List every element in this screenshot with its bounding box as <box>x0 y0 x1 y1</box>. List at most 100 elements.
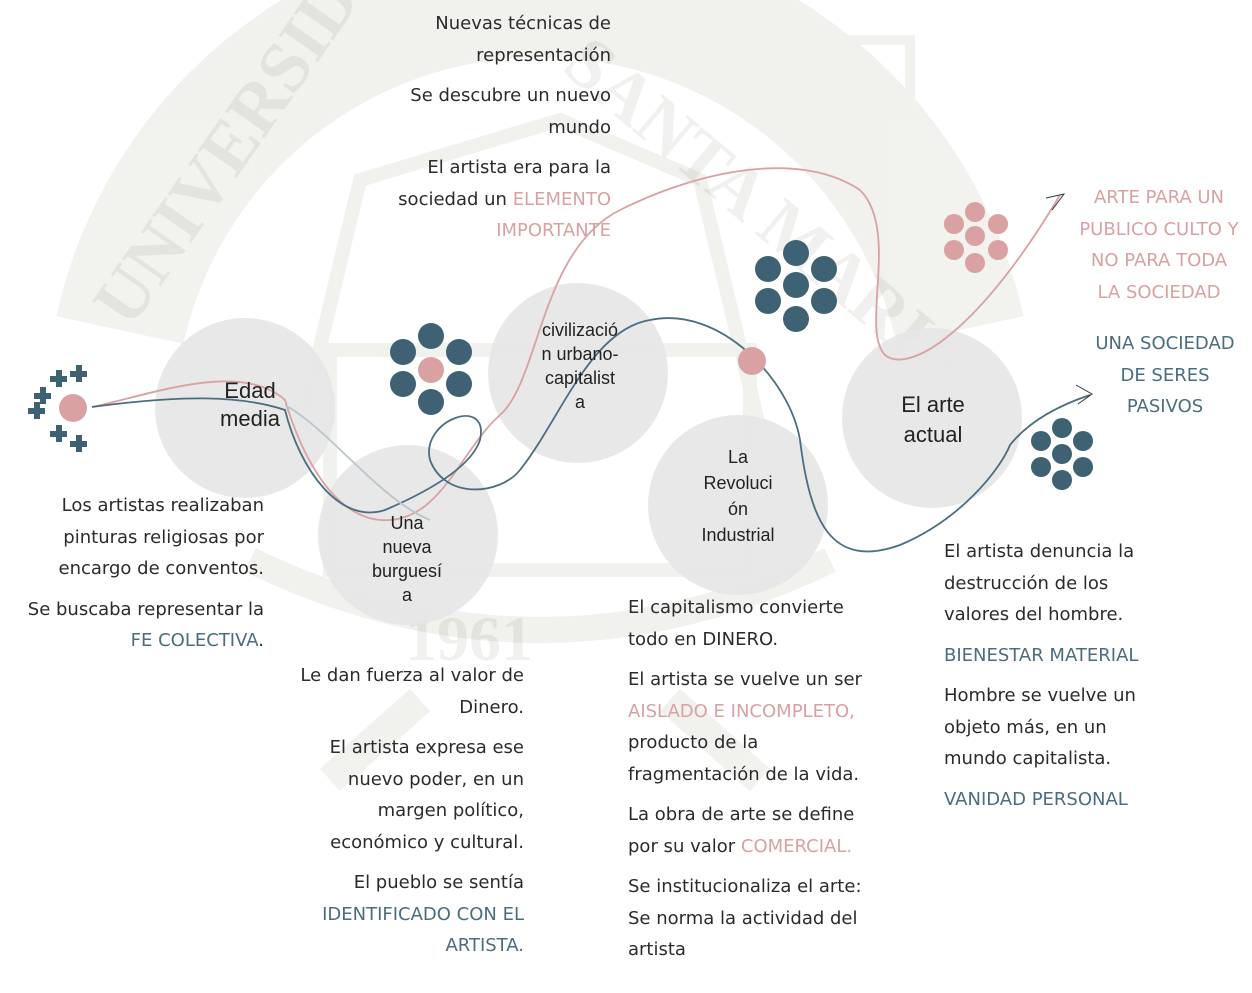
text-line: Se buscaba representar la <box>27 598 264 620</box>
highlight-text: BIENESTAR MATERIAL <box>944 644 1139 666</box>
dark-dot <box>1031 457 1051 477</box>
dark-dot <box>811 256 837 282</box>
highlight-text: PASIVOS <box>1126 396 1204 417</box>
pink-dot <box>738 347 766 375</box>
text-line: mundo capitalista. <box>944 748 1112 769</box>
text-line: La obra de arte se define <box>628 804 855 825</box>
text-line: económico y cultural. <box>330 831 524 853</box>
stage-label-line: ón <box>727 499 749 519</box>
text-line: El pueblo se sentía <box>353 872 524 893</box>
dark-dot <box>446 339 472 365</box>
text-line: artista <box>628 939 686 960</box>
plus-icon <box>70 365 87 382</box>
plus-icon <box>34 387 51 404</box>
blue-flow-curve-tail <box>284 404 431 521</box>
dark-dot <box>390 371 416 397</box>
text-line: Se norma la actividad del <box>628 907 858 929</box>
stage-label-arte-actual: El arte actual <box>878 390 988 450</box>
pink-dot <box>965 253 985 273</box>
highlight-text: VANIDAD PERSONAL <box>944 788 1128 810</box>
highlight-text: DE SERES <box>1120 364 1210 386</box>
highlight-text: AISLADO E INCOMPLETO, <box>628 700 855 722</box>
stage-label-line: actual <box>903 422 963 447</box>
pink-dot <box>418 357 444 383</box>
text-line: Hombre se vuelve un <box>944 685 1136 706</box>
pink-dot <box>944 240 964 260</box>
text-line: FE COLECTIVA. <box>4 625 264 657</box>
pink-dot <box>988 240 1008 260</box>
stage-label-line: a <box>401 585 412 605</box>
stage-label-line: media <box>220 406 280 431</box>
text-line: nuevo poder, en un <box>347 768 524 790</box>
text-span: sociedad un <box>398 188 513 210</box>
outcome-blue-text-block: UNA SOCIEDAD DE SERES PASIVOS <box>1080 328 1250 423</box>
stage-label-line: Industrial <box>701 525 775 545</box>
burguesia-text-block: Le dan fuerza al valor de Dinero. El art… <box>264 660 524 962</box>
plus-icon <box>70 435 87 452</box>
dark-dot <box>783 272 809 298</box>
highlight-text: PUBLICO CULTO Y <box>1079 218 1239 240</box>
pink-dot <box>988 214 1008 234</box>
dark-dot <box>1031 431 1051 451</box>
dark-dot <box>1052 444 1072 464</box>
plus-icon <box>50 370 67 387</box>
stage-label-burguesia: Una nueva burguesí a <box>362 511 452 607</box>
stage-circle-edad-media <box>155 318 335 498</box>
stage-label-civilizacion: civilizació n urbano- capitalist a <box>525 318 635 414</box>
stage-label-line: nueva <box>382 537 432 557</box>
highlight-text: NO PARA TODA <box>1090 250 1228 271</box>
plus-icon <box>50 425 67 442</box>
highlight-text: LA SOCIEDAD <box>1097 281 1221 303</box>
text-line: El artista denuncia la <box>944 541 1135 562</box>
stage-label-line: a <box>574 392 585 412</box>
text-line: Se descubre un nuevo <box>410 85 611 106</box>
text-line: objeto más, en un <box>944 716 1107 738</box>
text-line: Los artistas realizaban <box>61 495 264 516</box>
dark-dot <box>418 389 444 415</box>
text-line: El artista expresa ese <box>329 737 524 758</box>
top-text-block: Nuevas técnicas de representación Se des… <box>311 8 611 247</box>
text-line: margen político, <box>377 800 524 821</box>
highlight-text: IMPORTANTE <box>496 220 611 241</box>
text-line: Dinero. <box>459 696 524 718</box>
pink-dot <box>965 226 985 246</box>
text-line: producto de la <box>628 732 759 753</box>
text-line: por su valor COMERCIAL. <box>628 831 898 863</box>
stage-label-revolucion: La Revoluci ón Industrial <box>688 444 788 548</box>
pink-flow-curve <box>91 167 1061 521</box>
blue-flow-curve <box>91 317 1091 553</box>
text-line: fragmentación de la vida. <box>628 763 860 785</box>
stage-label-line: Una <box>390 513 424 533</box>
stage-label-line: capitalist <box>544 368 616 388</box>
start-pink-dot <box>59 394 87 422</box>
text-line: El artista era para la <box>427 157 611 178</box>
highlight-text: FE COLECTIVA <box>130 630 259 651</box>
dark-dot <box>783 240 809 266</box>
text-line: todo en DINERO. <box>628 628 779 650</box>
text-line: Le dan fuerza al valor de <box>300 665 524 686</box>
stage-label-line: burguesí <box>371 561 443 581</box>
text-line: sociedad un ELEMENTO <box>311 184 611 216</box>
text-line: El artista se vuelve un ser <box>628 669 862 690</box>
highlight-text: ARTE PARA UN <box>1093 187 1225 208</box>
stage-circle-burguesia <box>318 445 498 625</box>
stage-circle-arte-actual <box>842 328 1022 508</box>
text-line: El capitalismo convierte <box>628 597 844 618</box>
dark-dot <box>1073 457 1093 477</box>
text-line: Se institucionaliza el arte: <box>628 876 862 897</box>
arrowhead-pink-icon <box>1045 193 1066 211</box>
dark-dot <box>446 371 472 397</box>
arte-actual-text-block: El artista denuncia la destrucción de lo… <box>944 536 1184 815</box>
highlight-text: IDENTIFICADO CON EL <box>322 903 524 925</box>
dark-dot <box>1073 431 1093 451</box>
pink-dot <box>944 214 964 234</box>
pink-dot <box>965 202 985 222</box>
stage-label-line: La <box>727 447 749 467</box>
highlight-text: COMERCIAL. <box>740 835 853 857</box>
text-line: pinturas religiosas por <box>63 526 264 548</box>
stage-label-line: Edad <box>224 378 276 403</box>
text-line: valores del hombre. <box>944 604 1124 625</box>
dark-dot <box>1052 418 1072 438</box>
text-line: representación <box>476 44 611 66</box>
dark-dot <box>755 288 781 314</box>
